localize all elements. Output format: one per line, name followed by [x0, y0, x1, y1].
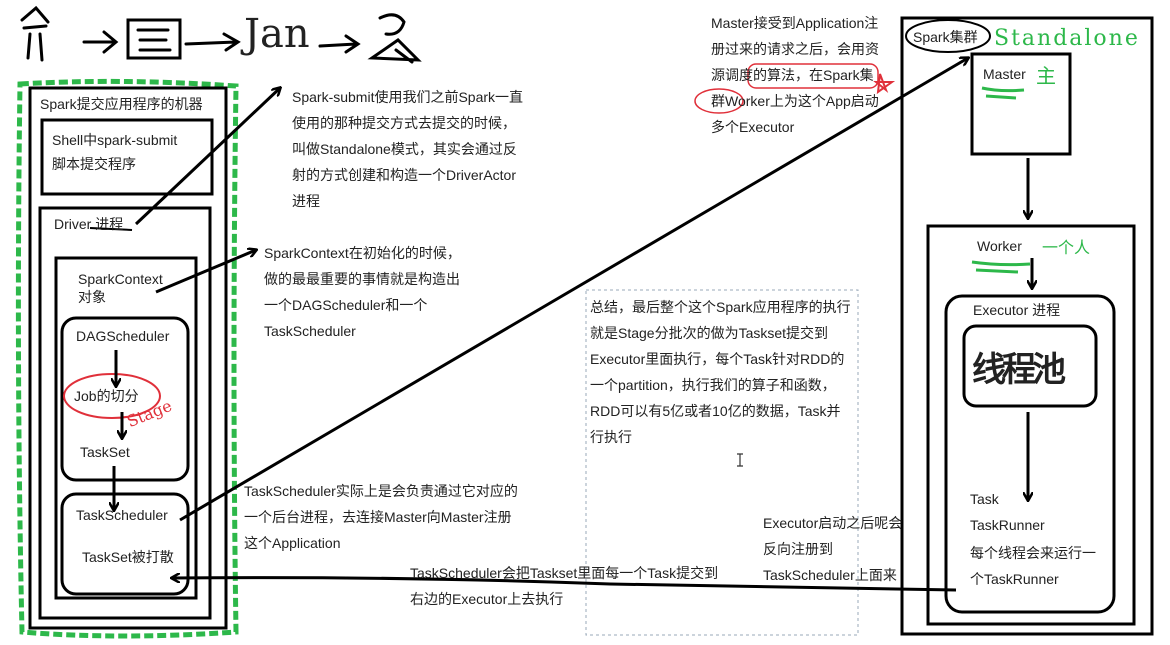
machine-green-highlight: [15, 78, 239, 639]
task-scheduler-box: [60, 492, 190, 596]
note-taskset-submit: TaskScheduler会把Taskset里面每一个Task提交到右边的Exe…: [410, 565, 719, 607]
sketch-arrow-1: [82, 30, 119, 54]
summary-frame: [585, 289, 859, 636]
cluster-title: Spark集群: [913, 29, 978, 45]
sketch-box: [126, 18, 182, 60]
spark-context-box: [54, 256, 198, 600]
algorithm-highlight: [694, 88, 744, 114]
driver-label: Driver 进程: [54, 216, 124, 232]
hand-master-main: 主: [1036, 64, 1056, 88]
hand-standalone: Standalone: [994, 26, 1140, 51]
cluster-box: [900, 16, 1154, 636]
master-green-scribble: [981, 86, 1025, 100]
thread-pool-box: [962, 324, 1098, 408]
task-scheduler-label: TaskScheduler: [76, 507, 168, 523]
taskset-label: TaskSet: [80, 444, 130, 460]
shell-box: [40, 118, 214, 196]
note-spark-context: SparkContext在初始化的时候，做的最最重要的事情就是构造出一个DAGS…: [264, 245, 461, 339]
driver-underline: [89, 227, 133, 231]
thread-run-label-2: 个TaskRunner: [970, 571, 1059, 587]
spark-context-label: SparkContext 对象: [78, 271, 163, 305]
hand-thread-pool: 线程池: [972, 350, 1066, 390]
driver-to-note-arrow: [134, 88, 280, 226]
master-label: Master: [983, 66, 1026, 82]
job-split-ellipse: [63, 373, 161, 419]
context-to-note-arrow: [155, 250, 256, 294]
driver-box: [38, 206, 212, 620]
dag-scheduler-box: [60, 316, 190, 482]
sketch-person: [367, 13, 422, 64]
note-spark-submit: Spark-submit使用我们之前Spark一直使用的那种提交方式去提交的时候…: [292, 89, 524, 209]
sketch-arrow-2: [184, 32, 241, 52]
note-executor-register: Executor启动之后呢会反向注册到TaskScheduler上面来: [763, 515, 903, 583]
scheduler-to-master-arrow: [179, 58, 968, 522]
job-split-label: Job的切分: [74, 388, 139, 404]
top-sketch: [20, 5, 422, 64]
executor-label: Executor 进程: [973, 302, 1061, 318]
note-summary: 总结，最后整个这个Spark应用程序的执行就是Stage分批次的做为Taskse…: [590, 299, 851, 445]
worker-label: Worker: [977, 238, 1022, 254]
task-label: Task: [970, 491, 999, 507]
hand-one-person: 一个人: [1042, 238, 1091, 257]
executor-to-scheduler-arrow: [172, 578, 957, 592]
cluster-title-ellipse: [905, 19, 991, 53]
machine-box: [28, 86, 228, 630]
worker-green-scribble: [971, 260, 1031, 274]
dag-scheduler-label: DAGScheduler: [76, 328, 170, 344]
red-star-icon: [873, 73, 896, 95]
note-task-scheduler: TaskScheduler实际上是会负责通过它对应的一个后台进程，去连接Mast…: [244, 483, 518, 551]
machine-title: Spark提交应用程序的机器: [40, 96, 203, 112]
executor-box: [944, 294, 1116, 614]
worker-box: [926, 224, 1136, 626]
text-cursor-icon: [737, 453, 743, 467]
note-master-register: Master接受到Application注册过来的请求之后，会用资源调度的算法，…: [711, 15, 879, 135]
master-box: [970, 52, 1072, 156]
sketch-box-lines: [136, 28, 172, 52]
shell-label: Shell中spark-submit 脚本提交程序: [52, 132, 178, 172]
thread-run-label-1: 每个线程会来运行一: [970, 545, 1096, 561]
resource-schedule-highlight: [747, 63, 879, 89]
task-runner-label: TaskRunner: [970, 517, 1045, 533]
taskset-scattered-label: TaskSet被打散: [82, 549, 174, 565]
sketch-glyph-ge: [20, 5, 50, 62]
sketch-arrow-3: [318, 34, 361, 54]
hand-jan: Jan: [244, 11, 310, 57]
